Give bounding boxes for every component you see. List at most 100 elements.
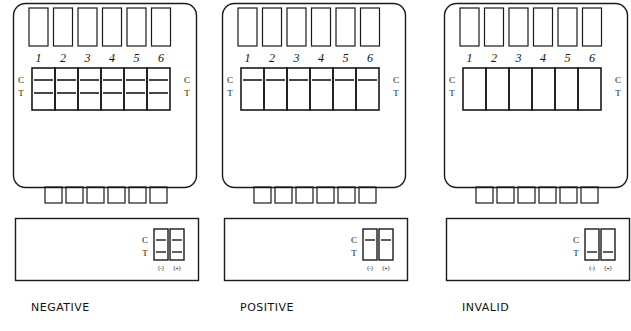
panel-number: 2 bbox=[269, 52, 275, 64]
line-marker: T bbox=[393, 89, 399, 98]
test-strip-window bbox=[310, 68, 333, 110]
sample-tab bbox=[108, 187, 125, 203]
card-outline bbox=[14, 4, 197, 188]
sample-tab bbox=[254, 187, 271, 203]
result-sign: (+) bbox=[382, 265, 390, 271]
panel-number: 3 bbox=[85, 52, 91, 64]
line-marker: T bbox=[142, 249, 148, 258]
cassette-window bbox=[379, 229, 393, 260]
line-marker: C bbox=[449, 76, 455, 85]
label-window bbox=[558, 8, 577, 46]
line-marker: C bbox=[18, 76, 24, 85]
label-window bbox=[54, 8, 73, 46]
control-line bbox=[126, 79, 145, 81]
line-marker: C bbox=[142, 236, 148, 245]
control-line bbox=[172, 239, 182, 240]
panel-number: 4 bbox=[318, 52, 324, 64]
sample-tab bbox=[150, 187, 167, 203]
test-line bbox=[172, 251, 182, 252]
test-strip-window bbox=[147, 68, 170, 110]
label-window bbox=[485, 8, 504, 46]
test-line bbox=[126, 92, 145, 94]
test-strip-window bbox=[264, 68, 287, 110]
test-panel bbox=[223, 4, 408, 281]
result-sign: (-) bbox=[367, 265, 373, 271]
test-strip-window bbox=[55, 68, 78, 110]
control-line bbox=[381, 239, 391, 240]
test-strip-window bbox=[555, 68, 578, 110]
test-strip-window bbox=[509, 68, 532, 110]
panel-number: 6 bbox=[367, 52, 373, 64]
control-line bbox=[103, 79, 122, 81]
test-strip-window bbox=[32, 68, 55, 110]
result-sign: (-) bbox=[158, 265, 164, 271]
sample-tab bbox=[359, 187, 376, 203]
line-marker: T bbox=[18, 89, 24, 98]
sample-tab bbox=[66, 187, 83, 203]
sample-tab bbox=[317, 187, 334, 203]
test-strip-window bbox=[463, 68, 486, 110]
result-caption: POSITIVE bbox=[240, 302, 294, 313]
label-window bbox=[312, 8, 331, 46]
sample-tab bbox=[338, 187, 355, 203]
label-window bbox=[361, 8, 380, 46]
test-line bbox=[34, 92, 53, 94]
line-marker: C bbox=[615, 76, 621, 85]
line-marker: T bbox=[449, 89, 455, 98]
result-sign: (-) bbox=[589, 265, 595, 271]
cassette-window bbox=[585, 229, 599, 260]
panel-number: 1 bbox=[467, 52, 473, 64]
control-line bbox=[266, 79, 285, 81]
panel-number: 3 bbox=[294, 52, 300, 64]
label-window bbox=[78, 8, 97, 46]
test-strip-window bbox=[241, 68, 264, 110]
panel-number: 4 bbox=[540, 52, 546, 64]
line-marker: C bbox=[573, 236, 579, 245]
control-line bbox=[312, 79, 331, 81]
panel-number: 1 bbox=[36, 52, 42, 64]
label-window bbox=[583, 8, 602, 46]
test-strip-window bbox=[124, 68, 147, 110]
test-line bbox=[603, 251, 613, 252]
panel-number: 3 bbox=[516, 52, 522, 64]
sample-tab bbox=[87, 187, 104, 203]
sample-tab bbox=[581, 187, 598, 203]
control-line bbox=[335, 79, 354, 81]
sample-tab bbox=[497, 187, 514, 203]
panel-number: 5 bbox=[343, 52, 349, 64]
test-strip-window bbox=[101, 68, 124, 110]
line-marker: C bbox=[184, 76, 190, 85]
cassette-window bbox=[154, 229, 168, 260]
result-sign: (+) bbox=[173, 265, 181, 271]
line-marker: C bbox=[351, 236, 357, 245]
panel-number: 1 bbox=[245, 52, 251, 64]
test-line bbox=[149, 92, 168, 94]
panel-number: 5 bbox=[134, 52, 140, 64]
panel-number: 5 bbox=[565, 52, 571, 64]
sample-tab bbox=[275, 187, 292, 203]
cassette-window bbox=[170, 229, 184, 260]
sample-tab bbox=[539, 187, 556, 203]
label-window bbox=[238, 8, 257, 46]
test-line bbox=[57, 92, 76, 94]
control-line bbox=[365, 239, 375, 240]
sample-tab bbox=[45, 187, 62, 203]
result-sign: (+) bbox=[604, 265, 612, 271]
sample-tab bbox=[296, 187, 313, 203]
sample-tab bbox=[129, 187, 146, 203]
control-line bbox=[57, 79, 76, 81]
panel-number: 6 bbox=[158, 52, 164, 64]
control-line bbox=[156, 239, 166, 240]
line-marker: T bbox=[615, 89, 621, 98]
test-strip-window bbox=[532, 68, 555, 110]
label-window bbox=[29, 8, 48, 46]
sample-tab bbox=[476, 187, 493, 203]
label-window bbox=[460, 8, 479, 46]
line-marker: T bbox=[351, 249, 357, 258]
label-window bbox=[103, 8, 122, 46]
result-caption: NEGATIVE bbox=[31, 302, 90, 313]
test-line bbox=[80, 92, 99, 94]
control-line bbox=[34, 79, 53, 81]
label-window bbox=[152, 8, 171, 46]
